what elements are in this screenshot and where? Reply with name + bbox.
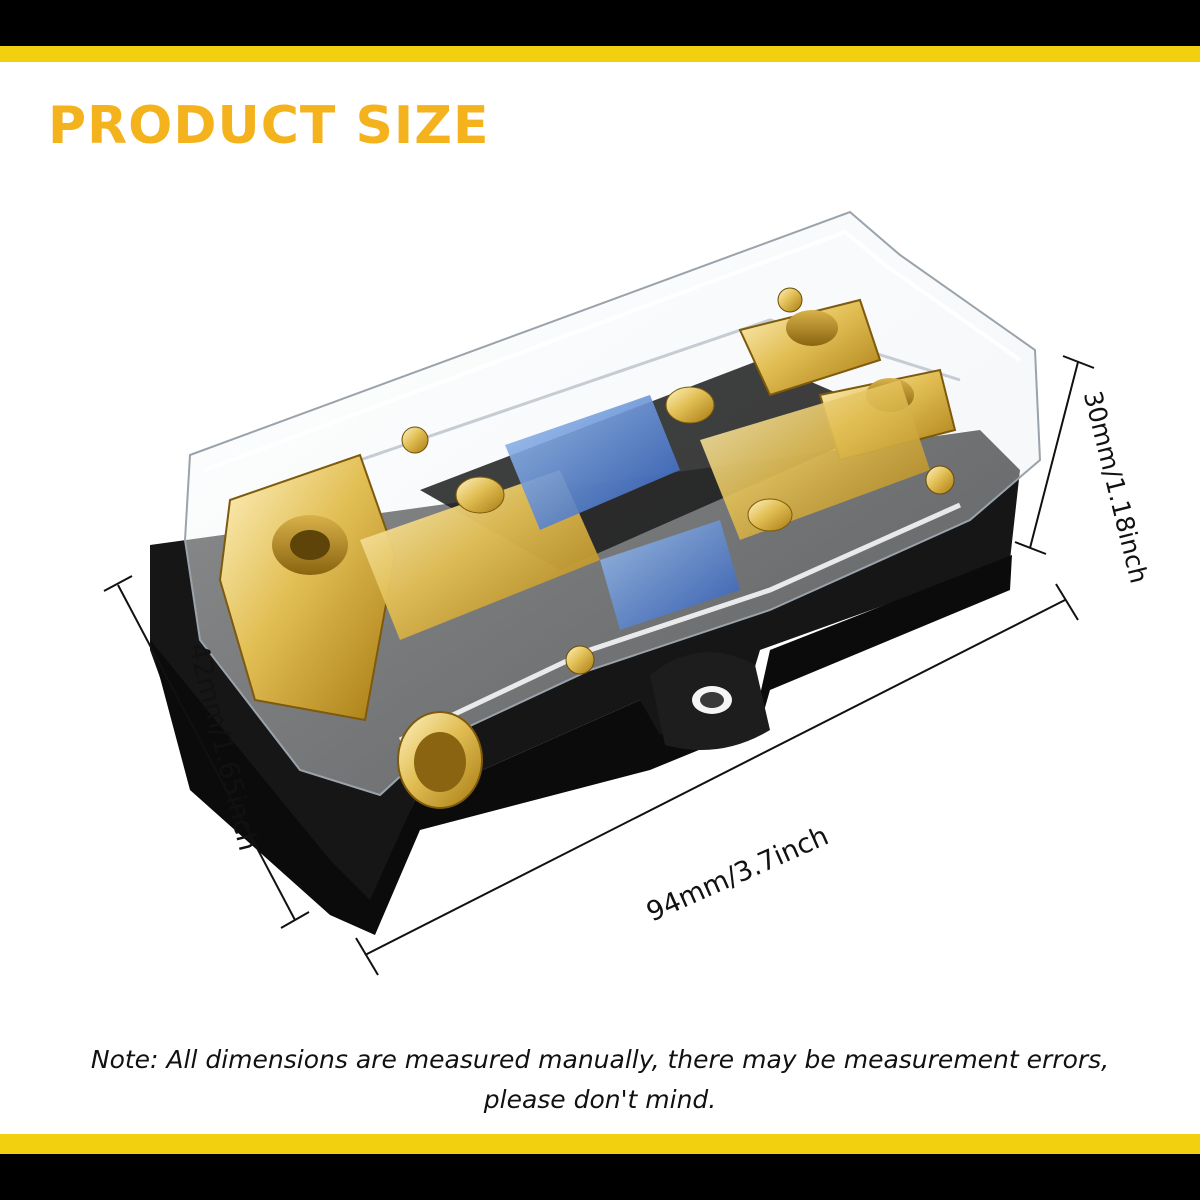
note-line-1: Note: All dimensions are measured manual…: [90, 1045, 1110, 1074]
screws: [401, 287, 955, 675]
note-line-2: please don't mind.: [483, 1085, 717, 1114]
blue-fuses: [505, 395, 740, 630]
top-black-band: [0, 0, 1200, 46]
bottom-black-band: [0, 1154, 1200, 1200]
dimension-lines: [103, 355, 1095, 976]
page-title: PRODUCT SIZE: [48, 96, 490, 156]
gold-terminals: [218, 298, 957, 809]
top-yellow-band: [0, 46, 1200, 62]
measurement-note: Note: All dimensions are measured manual…: [0, 1040, 1200, 1120]
bottom-yellow-band: [0, 1134, 1200, 1154]
